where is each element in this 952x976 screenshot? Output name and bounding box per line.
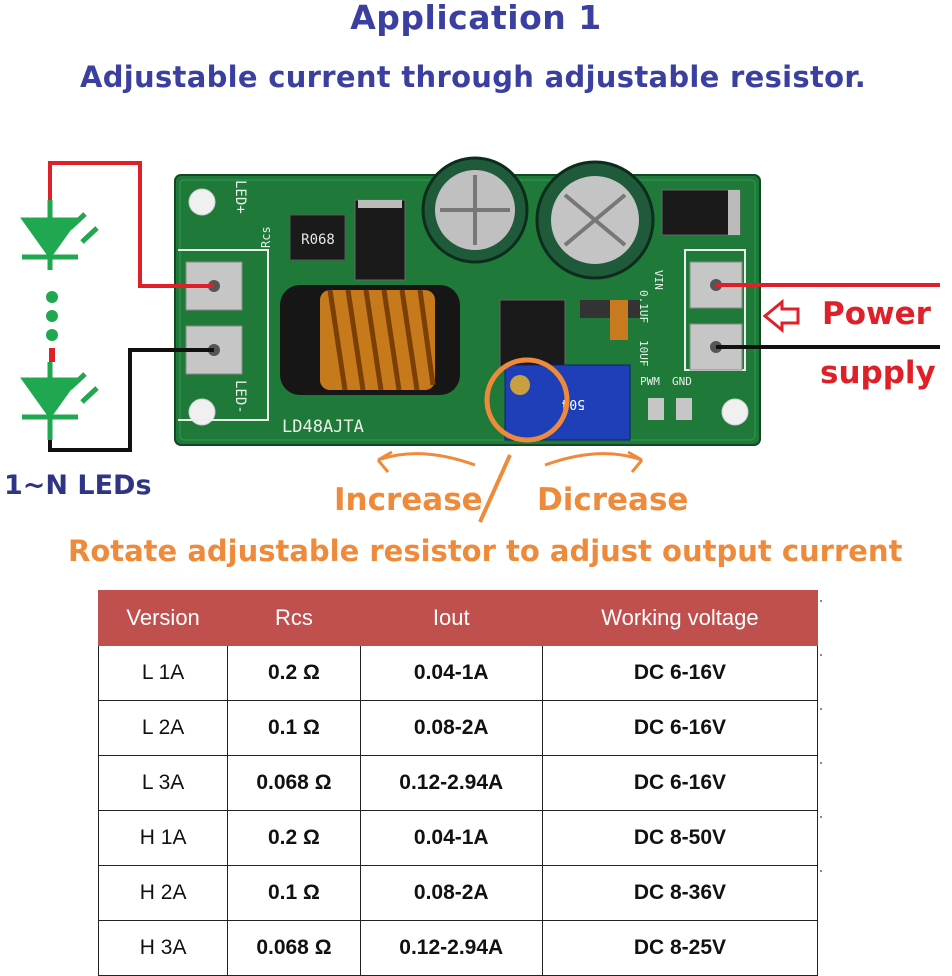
header-iout: Iout [359,590,543,646]
page-subtitle: Adjustable current through adjustable re… [80,60,867,94]
cell-rcs: 0.1 Ω [227,700,361,756]
table-row: H 1A 0.2 Ω 0.04-1A DC 8-50V [97,810,819,866]
decrease-label: Dicrease [537,482,689,518]
cell-rcs: 0.1 Ω [227,865,361,921]
ind-label: 10UF [637,340,650,367]
cell-voltage: DC 8-25V [541,920,819,976]
cell-voltage: DC 6-16V [541,645,819,701]
power-label-line2: supply [820,355,936,391]
cell-iout: 0.12-2.94A [359,920,543,976]
cell-iout: 0.08-2A [359,700,543,756]
vin-label: VIN [652,270,665,290]
led-icon [20,200,99,270]
rotate-instruction: Rotate adjustable resistor to adjust out… [68,534,903,568]
cell-version: H 3A [97,920,229,976]
board-model: LD48AJTA [282,417,364,437]
rcs-part-label: R068 [301,232,335,248]
cell-voltage: DC 6-16V [541,700,819,756]
spec-table: Version Rcs Iout Working voltage L 1A 0.… [97,590,819,976]
cell-version: L 3A [97,755,229,811]
arrow-left-icon [762,298,800,334]
cell-rcs: 0.068 Ω [227,755,361,811]
table-row: L 1A 0.2 Ω 0.04-1A DC 6-16V [97,645,819,701]
rcs-label: Rcs [259,226,273,248]
decrease-arrow-icon [544,452,643,467]
cell-rcs: 0.2 Ω [227,810,361,866]
increase-arrow-icon [377,452,476,467]
table-row: L 3A 0.068 Ω 0.12-2.94A DC 6-16V [97,755,819,811]
cell-version: L 2A [97,700,229,756]
cell-iout: 0.12-2.94A [359,755,543,811]
cell-iout: 0.04-1A [359,645,543,701]
table-edge-marks [820,600,826,924]
led-plus-label: LED+ [232,180,248,214]
cell-version: H 2A [97,865,229,921]
table-row: L 2A 0.1 Ω 0.08-2A DC 6-16V [97,700,819,756]
pointer-line [478,454,512,523]
header-rcs: Rcs [227,590,361,646]
ellipsis-dots [46,291,58,341]
pot-highlight [484,357,570,443]
table-header-row: Version Rcs Iout Working voltage [97,590,819,646]
cap-label: 0.1UF [637,290,650,323]
power-label-line1: Power [822,296,931,332]
increase-label: Increase [334,482,483,518]
circuit-illustration: R068 Rcs 504 LD48AJTA LED+ LED- VIN 0.1U… [20,156,940,523]
cell-rcs: 0.068 Ω [227,920,361,976]
cell-version: L 1A [97,645,229,701]
cell-rcs: 0.2 Ω [227,645,361,701]
led-positive-wire [48,161,214,288]
led-minus-label: LED- [232,380,248,414]
table-row: H 3A 0.068 Ω 0.12-2.94A DC 8-25V [97,920,819,976]
cell-voltage: DC 6-16V [541,755,819,811]
cell-iout: 0.04-1A [359,810,543,866]
pwm-label: PWM [640,375,660,388]
page-title: Application 1 [350,0,602,37]
header-version: Version [97,590,229,646]
gnd-label: GND [672,375,692,388]
header-voltage: Working voltage [541,590,819,646]
cell-voltage: DC 8-36V [541,865,819,921]
cell-version: H 1A [97,810,229,866]
leds-label: 1~N LEDs [4,470,152,501]
cell-iout: 0.08-2A [359,865,543,921]
table-row: H 2A 0.1 Ω 0.08-2A DC 8-36V [97,865,819,921]
cell-voltage: DC 8-50V [541,810,819,866]
led-icon [20,362,99,440]
